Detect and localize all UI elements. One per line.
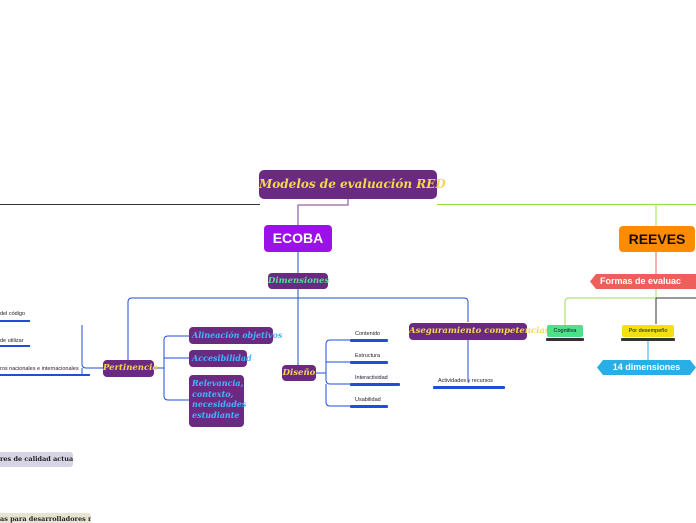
ecoba-node[interactable]: ECOBA xyxy=(264,225,332,252)
left-item-nacionales: ros nacionales e internacionales xyxy=(0,366,79,372)
dimensiones-to-aseguramiento xyxy=(298,297,469,322)
aseguramiento-node[interactable]: Aseguramiento competencias xyxy=(409,323,550,340)
pertinencia-children xyxy=(154,335,189,401)
accesibilidad-label: Accesibilidad xyxy=(192,353,252,363)
desempeno-underline xyxy=(621,338,675,341)
cut-bottom-label: as para desarrolladores no xyxy=(0,515,91,523)
dimensiones-node[interactable]: Dimensiones xyxy=(268,273,330,289)
relevancia-node[interactable]: Relevancia, contexto, necesidades estudi… xyxy=(189,375,247,427)
dimensiones-branch xyxy=(127,289,299,360)
actividades-label: Actividades y recursos xyxy=(438,378,494,384)
interactividad-underline xyxy=(350,383,400,386)
estructura-label: Estructura xyxy=(355,353,381,359)
desempeno-node[interactable]: Por desempeño xyxy=(622,325,674,337)
usabilidad-underline xyxy=(350,405,388,408)
dimensiones14-label: 14 dimensiones xyxy=(612,362,681,372)
relevancia-label: Relevancia, contexto, necesidades estudi… xyxy=(192,378,247,420)
contenido-underline xyxy=(350,339,388,342)
cut-bottom-node[interactable]: as para desarrolladores no xyxy=(0,513,91,523)
formas-node[interactable]: Formas de evaluac xyxy=(590,274,696,289)
reeves-node[interactable]: REEVES xyxy=(619,226,695,252)
diseno-label: Diseño xyxy=(282,368,316,378)
cognitiva-underline xyxy=(546,338,584,341)
interactividad-label: Interactividad xyxy=(355,375,388,381)
alineacion-node[interactable]: Alineación objetivos xyxy=(189,327,282,344)
pertinencia-label: Pertinencia xyxy=(103,363,158,373)
estructura-underline xyxy=(350,361,388,364)
left-item-utilizar: de utilizar xyxy=(0,338,24,344)
formas-branch xyxy=(564,289,657,325)
root-node[interactable]: Modelos de evaluación RED xyxy=(259,170,446,199)
ecoba-label: ECOBA xyxy=(272,230,324,246)
diseno-children xyxy=(316,339,350,407)
formas-label: Formas de evaluac xyxy=(600,276,682,286)
reeves-label: REEVES xyxy=(628,231,686,247)
diseno-node[interactable]: Diseño xyxy=(282,365,316,381)
aseguramiento-label: Aseguramiento competencias xyxy=(409,326,550,336)
dimensiones-label: Dimensiones xyxy=(268,276,330,286)
desempeno-label: Por desempeño xyxy=(628,328,668,334)
contenido-label: Contenido xyxy=(355,331,381,337)
calidad-label: res de calidad actuales xyxy=(0,455,73,463)
actividades-underline xyxy=(433,386,505,389)
root-drop-line xyxy=(297,198,349,225)
cognitiva-node[interactable]: Cognitiva xyxy=(547,325,583,337)
dimensiones14-node[interactable]: 14 dimensiones xyxy=(597,360,696,375)
accesibilidad-node[interactable]: Accesibilidad xyxy=(189,350,252,367)
calidad-node[interactable]: res de calidad actuales xyxy=(0,452,73,467)
root-label: Modelos de evaluación RED xyxy=(259,177,446,191)
left-edge-lines xyxy=(0,320,90,376)
left-item-codigo: del código xyxy=(0,311,26,317)
usabilidad-label: Usabilidad xyxy=(355,397,381,403)
cognitiva-label: Cognitiva xyxy=(553,328,577,334)
pertinencia-left xyxy=(81,325,103,376)
pertinencia-node[interactable]: Pertinencia xyxy=(103,360,158,377)
alineacion-label: Alineación objetivos xyxy=(192,330,283,340)
